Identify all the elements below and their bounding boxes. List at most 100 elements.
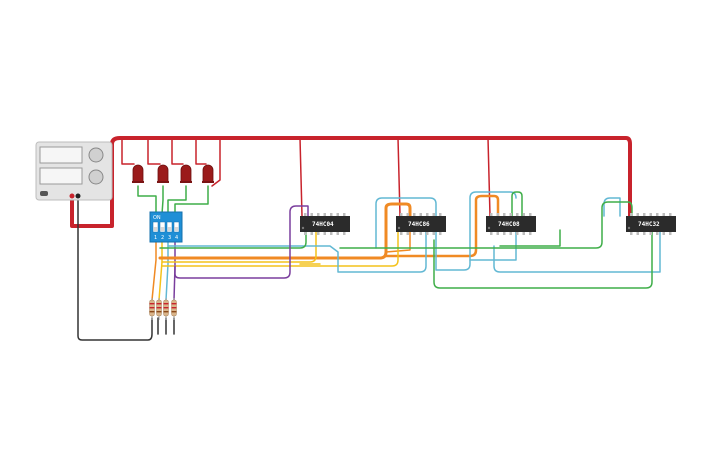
wire-blue-2[interactable] xyxy=(375,197,437,249)
chip-label: 74HC86 xyxy=(408,221,430,228)
led-dome xyxy=(180,164,192,183)
power-supply[interactable] xyxy=(35,141,113,201)
wire-blue-1[interactable] xyxy=(167,231,427,273)
chip-pin xyxy=(419,213,422,216)
voltage-knob[interactable] xyxy=(88,147,104,163)
chip-pin xyxy=(509,213,512,216)
wire-dip-res-3[interactable] xyxy=(165,239,169,301)
chip-pin xyxy=(630,232,633,235)
chip-pin xyxy=(432,232,435,235)
current-knob[interactable] xyxy=(88,169,104,185)
led-3[interactable] xyxy=(180,164,192,183)
dip-position-label: 2 xyxy=(161,235,164,241)
wire-green-2[interactable] xyxy=(339,201,633,249)
resistor-1[interactable] xyxy=(149,298,155,320)
wire-dip-res-1[interactable] xyxy=(151,239,157,301)
resistor-4[interactable] xyxy=(171,298,177,320)
dip-position-label: 1 xyxy=(154,235,157,241)
dip-toggle-knob xyxy=(160,227,165,231)
chip-pin xyxy=(343,232,346,235)
chip-pin xyxy=(496,232,499,235)
power-switch[interactable] xyxy=(40,191,48,196)
led-group xyxy=(132,164,214,183)
chip-notch xyxy=(301,226,305,230)
chip-pin xyxy=(304,213,307,216)
wire-yellow-2[interactable] xyxy=(161,231,399,267)
chip-pin xyxy=(317,213,320,216)
chip-pin xyxy=(304,232,307,235)
wire-green-led-3[interactable] xyxy=(167,185,187,215)
chip-pin xyxy=(656,232,659,235)
led-base xyxy=(180,181,192,183)
chip-pin xyxy=(406,232,409,235)
wire-red-led-1[interactable] xyxy=(121,138,135,165)
wire-yellow-1[interactable] xyxy=(161,231,317,263)
wire-green-5[interactable] xyxy=(499,229,561,247)
chip-pin xyxy=(669,232,672,235)
wires xyxy=(70,136,661,341)
dip-switch-on-label: ON xyxy=(153,215,161,221)
negative-terminal[interactable] xyxy=(75,193,81,199)
wire-green-led-2[interactable] xyxy=(161,185,164,215)
chip-pin xyxy=(317,232,320,235)
chip-pin xyxy=(343,213,346,216)
wire-green-led-1[interactable] xyxy=(137,185,157,215)
chip-pin xyxy=(323,213,326,216)
dip-toggle-knob xyxy=(153,227,158,231)
wire-dip-res-2[interactable] xyxy=(158,239,163,301)
resistor-2[interactable] xyxy=(156,298,162,320)
wire-red-74hc04[interactable] xyxy=(299,137,303,217)
chip-label: 74HC04 xyxy=(312,221,334,228)
wire-green-3[interactable] xyxy=(511,191,523,217)
chip-pin xyxy=(649,232,652,235)
wire-blue-4[interactable] xyxy=(469,231,517,261)
led-dome xyxy=(157,164,169,183)
wire-red-led-4[interactable] xyxy=(195,138,207,165)
chip-group: 74HC04 74HC86 74HC08 74HC32 xyxy=(300,213,676,235)
resistor-3[interactable] xyxy=(163,298,169,320)
chip-pin xyxy=(522,232,525,235)
resistor-band xyxy=(163,307,169,309)
wire-red-74hc08[interactable] xyxy=(487,137,491,217)
led-2[interactable] xyxy=(157,164,169,183)
resistor-group xyxy=(149,298,177,320)
chip-pin xyxy=(529,232,532,235)
wire-red-led-top[interactable] xyxy=(211,138,221,187)
resistor-band xyxy=(171,311,177,313)
wire-red-led-2[interactable] xyxy=(147,138,161,165)
led-1[interactable] xyxy=(132,164,144,183)
wire-orange-3[interactable] xyxy=(385,231,411,253)
resistor-band xyxy=(149,311,155,313)
dip-position-label: 4 xyxy=(175,235,178,241)
chip-pin xyxy=(503,232,506,235)
wire-black-ground[interactable] xyxy=(77,195,175,341)
dip-toggle-knob xyxy=(167,227,172,231)
wire-purple[interactable] xyxy=(174,205,309,279)
chip-74hc32[interactable]: 74HC32 xyxy=(626,213,676,235)
resistor-band xyxy=(156,311,162,313)
chip-74hc04[interactable]: 74HC04 xyxy=(300,213,350,235)
wire-orange-bus-2[interactable] xyxy=(384,194,500,258)
chip-74hc08[interactable]: 74HC08 xyxy=(486,213,536,235)
chip-pin xyxy=(669,213,672,216)
chip-pin xyxy=(310,232,313,235)
wire-green-4[interactable] xyxy=(433,231,653,289)
wire-green-bus[interactable] xyxy=(159,231,307,249)
wire-orange-bus[interactable] xyxy=(158,202,412,260)
chip-pin xyxy=(636,232,639,235)
chip-pin xyxy=(413,213,416,216)
chip-body xyxy=(300,216,350,232)
wire-green-led-4[interactable] xyxy=(174,185,209,215)
wire-blue-5[interactable] xyxy=(493,197,661,273)
chip-pin xyxy=(522,213,525,216)
positive-terminal[interactable] xyxy=(69,193,75,199)
chip-pin xyxy=(662,213,665,216)
chip-74hc86[interactable]: 74HC86 xyxy=(396,213,446,235)
chip-label: 74HC08 xyxy=(498,221,520,228)
led-4[interactable] xyxy=(202,164,214,183)
wire-red-led-3[interactable] xyxy=(171,138,184,165)
chip-notch xyxy=(397,226,401,230)
